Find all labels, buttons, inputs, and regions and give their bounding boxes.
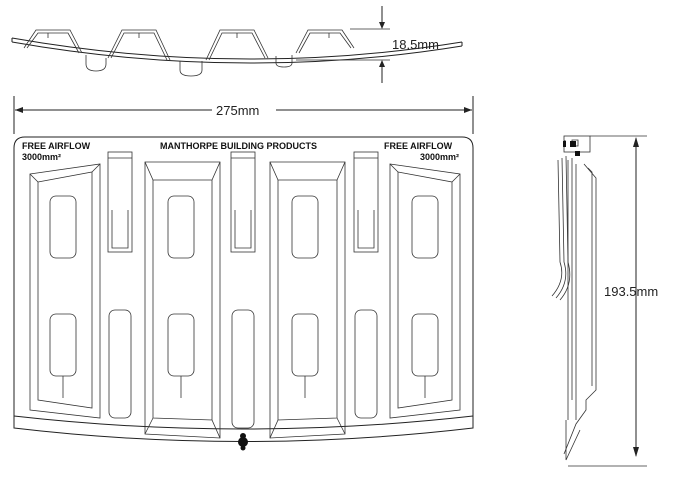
manufacturer-label: MANTHORPE BUILDING PRODUCTS	[160, 141, 317, 151]
top-view: 18.5mm	[11, 6, 463, 83]
free-airflow-left-label: FREE AIRFLOW	[22, 141, 91, 151]
side-view: 193.5mm	[551, 135, 658, 467]
side-height-dimension-label: 193.5mm	[604, 284, 658, 299]
front-view: 275mm FREE AIRFLOW 3000mm² MANTHORPE BUI…	[13, 96, 474, 451]
free-airflow-right-label: FREE AIRFLOW	[384, 141, 453, 151]
airflow-value-right: 3000mm²	[420, 152, 459, 162]
height-dimension-label: 18.5mm	[392, 37, 439, 52]
width-dimension-label: 275mm	[216, 103, 259, 118]
recycle-icon	[238, 433, 248, 451]
airflow-value-left: 3000mm²	[22, 152, 61, 162]
